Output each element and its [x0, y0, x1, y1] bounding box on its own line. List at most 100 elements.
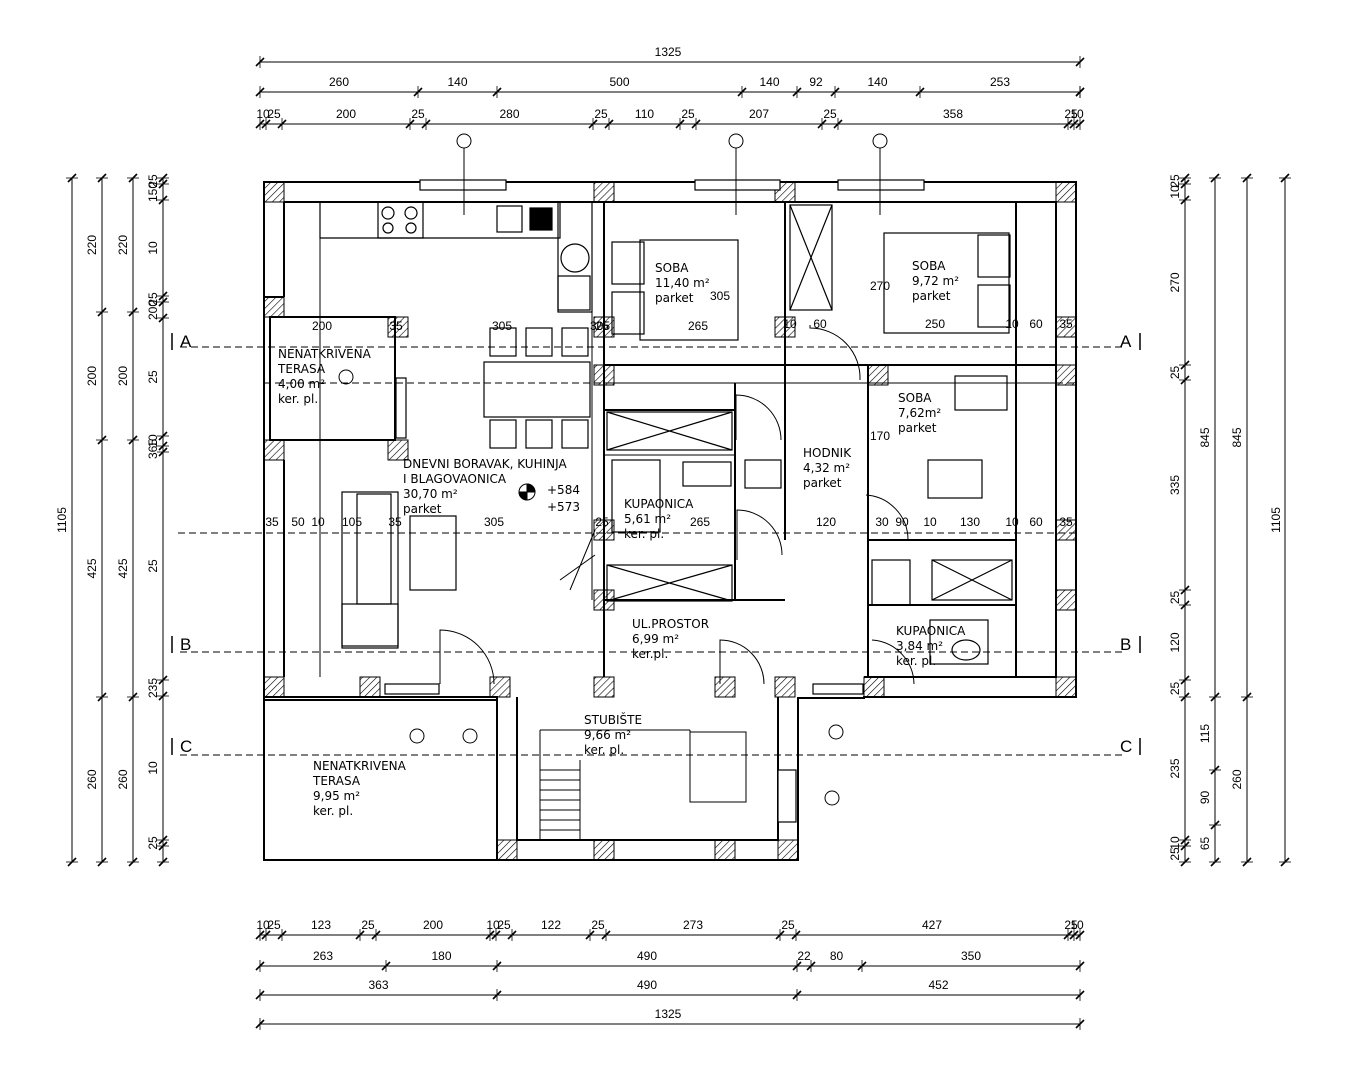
column [774, 316, 796, 338]
dim-label: 25 [361, 918, 375, 932]
column [714, 839, 736, 861]
dim-label: 150 [146, 182, 160, 202]
interior-dim: 35 [265, 515, 279, 529]
interior-dim: 25 [595, 319, 609, 333]
column [593, 181, 615, 203]
dim-label: 10 [146, 434, 160, 448]
room-label-dnevni: 30,70 m² [403, 487, 458, 501]
column [593, 316, 615, 338]
dim-label: 25 [594, 107, 608, 121]
room-label-soba-1: SOBA [655, 261, 689, 275]
dim-label: 10 [1168, 185, 1182, 199]
dim-label: 25 [497, 918, 511, 932]
column [1055, 589, 1077, 611]
room-label-soba-1: 11,40 m² [655, 276, 710, 290]
section-label-b-right: B [1120, 635, 1131, 654]
interior-dim: 25 [595, 515, 609, 529]
dim-label: 10 [1168, 836, 1182, 850]
column [263, 296, 285, 318]
room-label-kupaonica-1: KUPAONICA [624, 497, 694, 511]
interior-dim: 10 [1005, 515, 1019, 529]
room-label-ul-prostor: ker.pl. [632, 647, 668, 661]
interior-dim: 35 [388, 515, 402, 529]
room-label-soba-1: parket [655, 291, 694, 305]
dim-label: 335 [1168, 475, 1182, 495]
dim-label: 845 [1230, 427, 1244, 447]
dim-bottom-total: 1325 [655, 1007, 682, 1021]
dim-label: 235 [1168, 758, 1182, 778]
interior-dim: 50 [291, 515, 305, 529]
room-label-kupaonica-2: ker. pl. [896, 654, 936, 668]
dim-label: 110 [635, 107, 654, 121]
dim-label: 427 [922, 918, 942, 932]
room-label-dnevni: parket [403, 502, 442, 516]
dim-label: 25 [1064, 107, 1078, 121]
column [387, 316, 409, 338]
dim-label: 425 [116, 558, 130, 578]
building-walls [263, 181, 1077, 861]
interior-dim: 305 [484, 515, 504, 529]
room-label-stubiste: ker. pl. [584, 743, 624, 757]
dimension-chain-top [260, 61, 1080, 125]
room-label-terasa-donja: 9,95 m² [313, 789, 360, 803]
dim-label: 92 [809, 75, 823, 89]
interior-dim: 170 [870, 429, 890, 443]
column [263, 181, 285, 203]
room-label-kupaonica-1: ker. pl. [624, 527, 664, 541]
column [1055, 181, 1077, 203]
dim-label: 90 [1198, 791, 1212, 805]
doors [439, 325, 915, 685]
interior-dim: 120 [816, 515, 836, 529]
dim-label: 200 [116, 366, 130, 386]
dim-label: 350 [961, 949, 981, 963]
room-label-terasa-donja: NENATKRIVENA [313, 759, 407, 773]
interior-dim: 10 [311, 515, 325, 529]
room-label-soba-2: 9,72 m² [912, 274, 959, 288]
dim-label: 25 [411, 107, 425, 121]
dim-label: 25 [146, 370, 160, 384]
interior-dim: 60 [1029, 515, 1043, 529]
dim-label: 140 [447, 75, 467, 89]
dim-label: 25 [1168, 682, 1182, 696]
room-label-ul-prostor: UL.PROSTOR [632, 617, 709, 631]
dim-label: 260 [329, 75, 349, 89]
dimension-chain-right [1184, 178, 1286, 862]
dim-label: 845 [1198, 427, 1212, 447]
windows [384, 179, 925, 823]
column [263, 676, 285, 698]
room-label-terasa-gornja: ker. pl. [278, 392, 318, 406]
dim-label: 115 [1198, 724, 1212, 743]
room-label-soba-3: 7,62m² [898, 406, 941, 420]
dimension-chain-left [71, 178, 164, 862]
interior-dim: 60 [1029, 317, 1043, 331]
dim-right-total: 1105 [1269, 507, 1283, 533]
dim-label: 10 [256, 107, 270, 121]
dim-label: 220 [116, 235, 130, 255]
room-label-dnevni: I BLAGOVAONICA [403, 472, 507, 486]
room-label-soba-3: SOBA [898, 391, 932, 405]
section-label-a-right: A [1120, 332, 1132, 351]
installation-marker-icons [338, 133, 888, 806]
dim-label: 22 [797, 949, 811, 963]
column [593, 589, 615, 611]
column [263, 439, 285, 461]
column [714, 676, 736, 698]
furniture [319, 201, 1013, 840]
dim-label: 10 [486, 918, 500, 932]
dim-label: 200 [423, 918, 443, 932]
interior-dim: 265 [688, 319, 708, 333]
dim-label: 80 [830, 949, 844, 963]
room-label-kupaonica-2: 3,84 m² [896, 639, 943, 653]
interior-dim: 90 [895, 515, 909, 529]
section-label-b-left: B [180, 635, 191, 654]
column [593, 676, 615, 698]
room-label-terasa-gornja: TERASA [277, 362, 326, 376]
interior-dim: 10 [783, 317, 797, 331]
dim-label: 140 [867, 75, 887, 89]
section-markers [171, 333, 1141, 755]
